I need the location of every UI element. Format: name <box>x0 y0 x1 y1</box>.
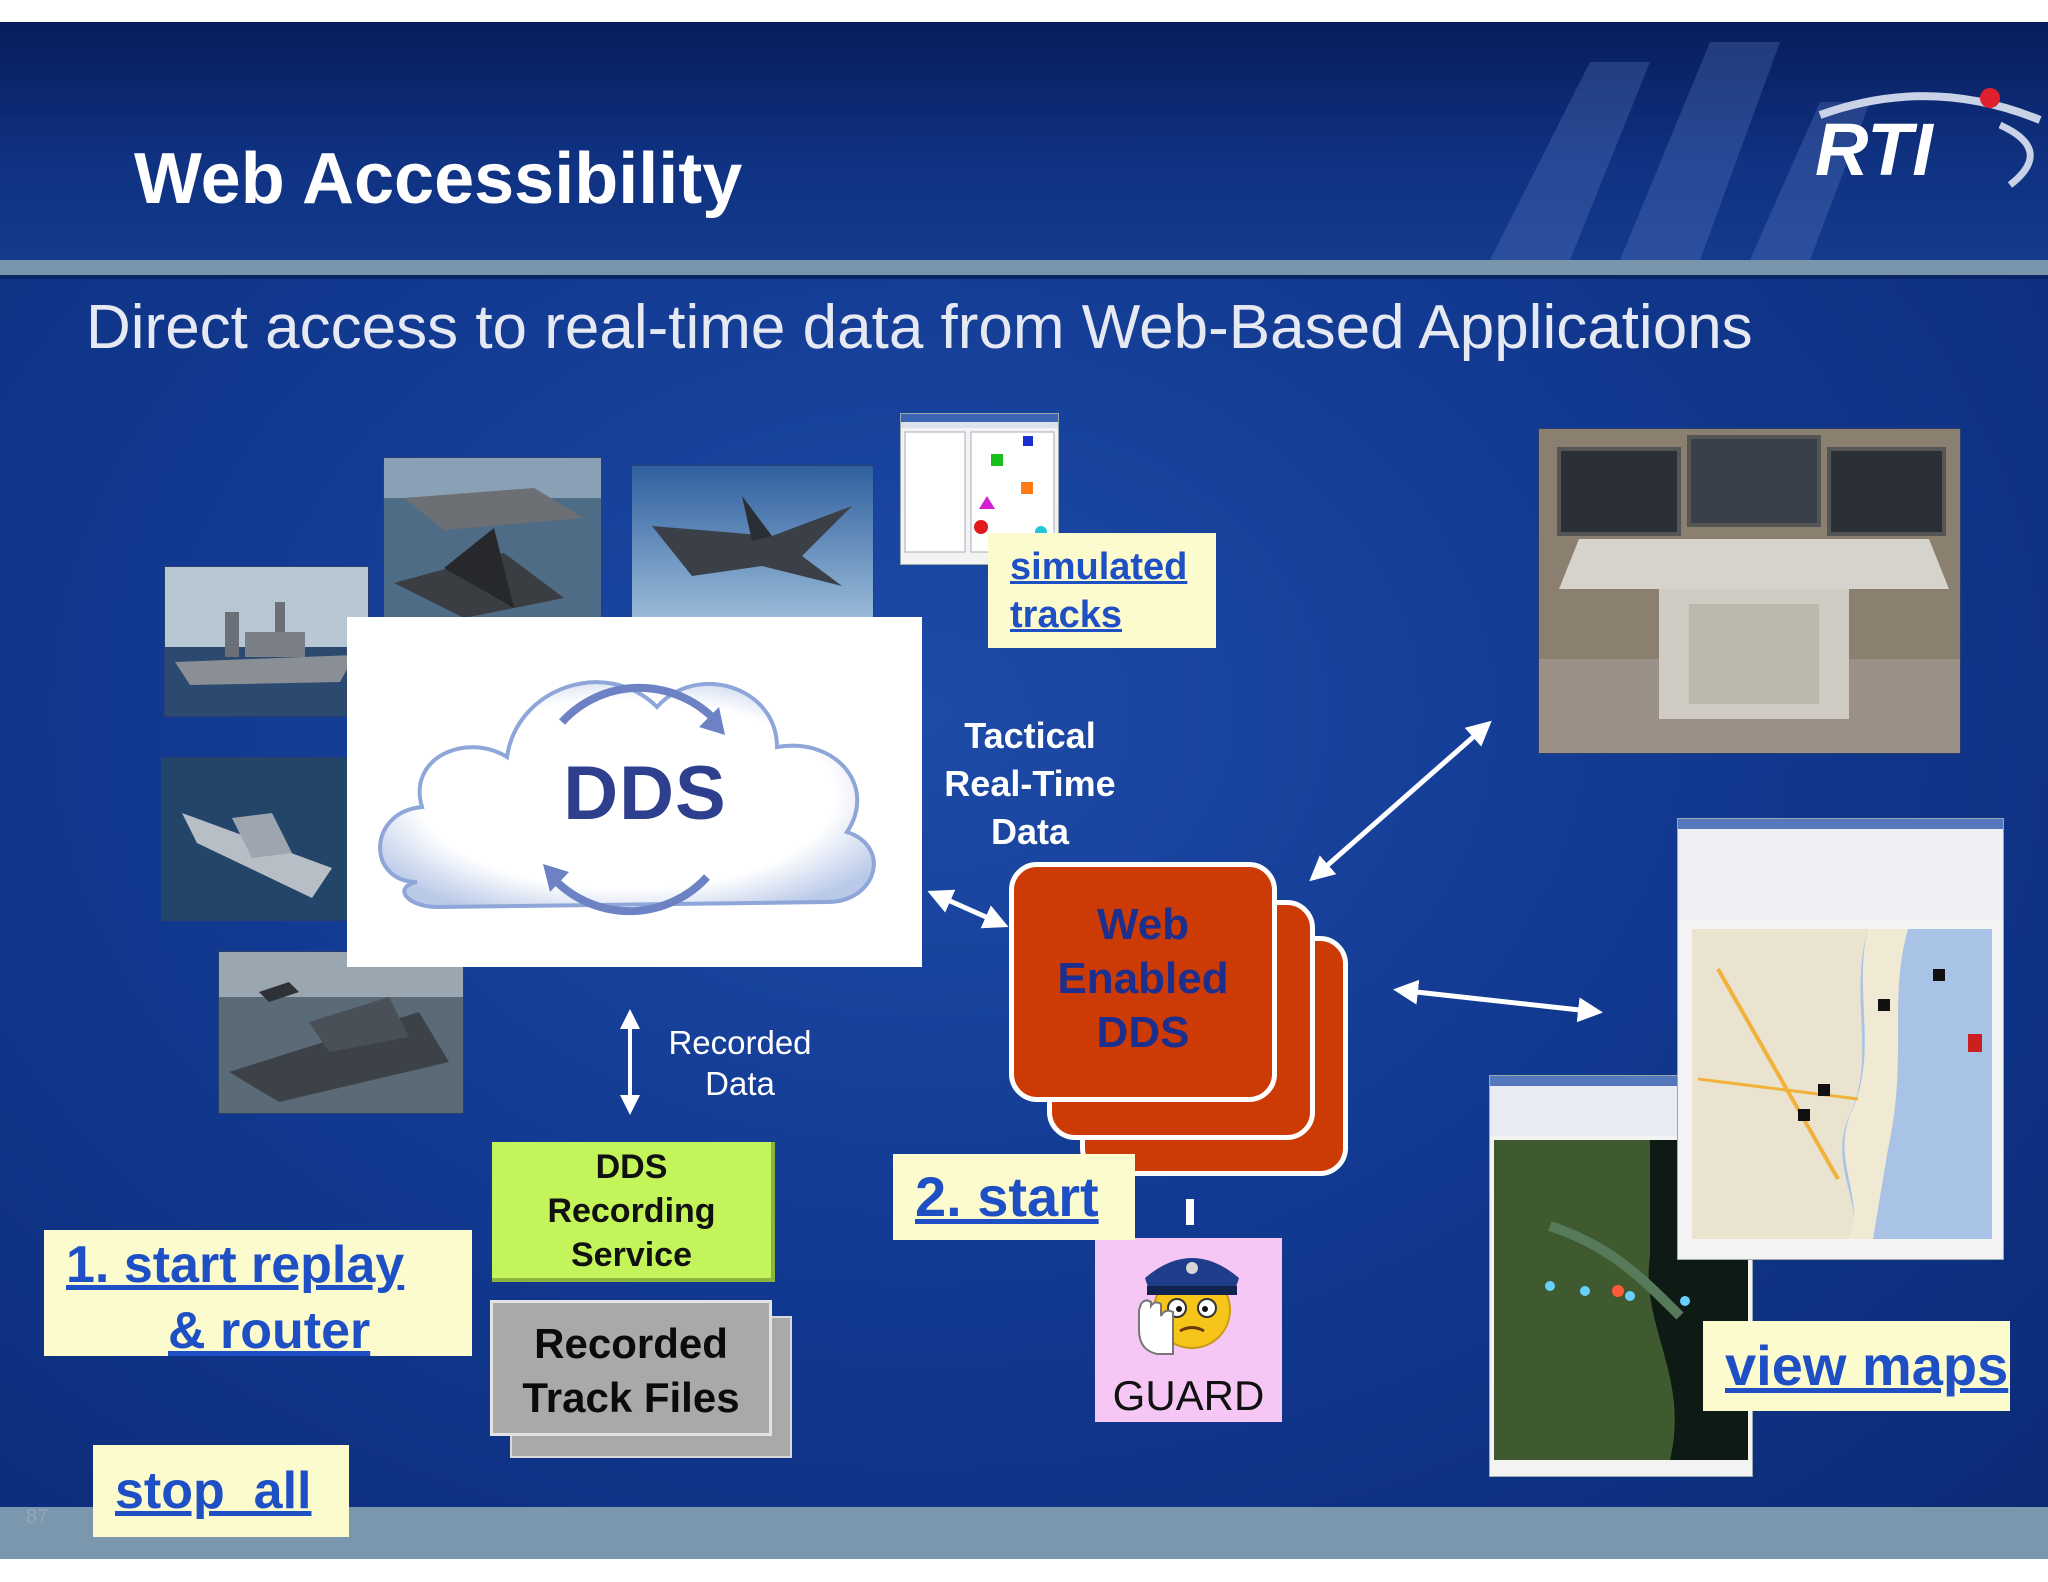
rec-files-line-2: Track Files <box>522 1374 740 1421</box>
web-dds-card-front <box>1009 862 1277 1102</box>
rec-service-line-1: DDS <box>595 1148 668 1186</box>
slide-subtitle: Direct access to real-time data from Web… <box>86 293 1753 362</box>
page-number: 87 <box>26 1506 49 1528</box>
start-replay-line-1[interactable]: 1. start replay <box>66 1236 405 1294</box>
dds-recording-service-box: DDS Recording Service <box>492 1142 775 1282</box>
rti-logo: RTI <box>1815 88 2042 190</box>
stop-all-link[interactable]: stop all <box>93 1445 349 1537</box>
web-dds-line-2: Enabled <box>1057 954 1229 1003</box>
start-replay-line-2[interactable]: & router <box>168 1302 371 1360</box>
recorded-data-label: Recorded Data <box>660 1022 820 1104</box>
header-rule-dark <box>0 275 2048 279</box>
simulated-tracks-line-1[interactable]: simulated <box>1010 546 1188 588</box>
view-maps-link[interactable]: view maps <box>1703 1321 2010 1411</box>
tactical-line-2: Real-Time <box>944 763 1116 804</box>
web-enabled-dds-label: Web Enabled DDS <box>1009 898 1277 1060</box>
rec-service-line-2: Recording <box>547 1192 716 1230</box>
stealth-ship-photo <box>218 951 464 1114</box>
policeman-stop-icon <box>1138 1258 1239 1355</box>
guard-label: GUARD <box>1112 1372 1265 1419</box>
dds-cloud-label: DDS <box>563 751 727 836</box>
frigate-photo <box>161 757 369 921</box>
map-window <box>1677 818 2004 1260</box>
recorded-track-files-box: Recorded Track Files <box>490 1300 772 1436</box>
ship-photo <box>164 566 369 717</box>
header-rule <box>0 260 2048 275</box>
simulated-tracks-line-2[interactable]: tracks <box>1010 594 1122 636</box>
web-dds-line-3: DDS <box>1096 1008 1190 1057</box>
dds-cloud-graphic <box>378 680 876 916</box>
stop-all-text[interactable]: stop all <box>115 1462 312 1520</box>
console-photo <box>1538 428 1961 754</box>
tactical-line-1: Tactical <box>964 715 1096 756</box>
tactical-data-label: Tactical Real-Time Data <box>905 712 1155 856</box>
start-link[interactable]: 2. start <box>893 1154 1135 1240</box>
rec-service-line-3: Service <box>571 1236 692 1274</box>
web-dds-line-1: Web <box>1096 900 1190 949</box>
guard-connector <box>1186 1199 1194 1225</box>
recorded-data-line-1: Recorded <box>668 1024 812 1061</box>
header-arrows-decoration <box>1490 42 1870 260</box>
start-replay-link[interactable]: 1. start replay & router <box>44 1230 472 1360</box>
recorded-data-line-2: Data <box>705 1065 775 1102</box>
slide-title: Web Accessibility <box>134 139 743 219</box>
rec-files-line-1: Recorded <box>534 1320 728 1367</box>
guard-box <box>1095 1238 1282 1422</box>
simulated-tracks-link[interactable]: simulated tracks <box>988 533 1216 648</box>
rti-logo-text: RTI <box>1815 108 1934 190</box>
fighter-jet-photo <box>631 465 874 627</box>
carrier-jet-photo <box>383 457 602 624</box>
header-band <box>0 22 2048 260</box>
dds-cloud-panel <box>347 617 922 967</box>
tactical-line-3: Data <box>990 811 1070 852</box>
